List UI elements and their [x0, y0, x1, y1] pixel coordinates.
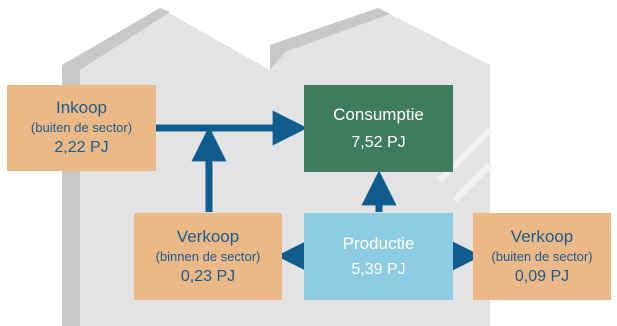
verkoop-buiten-subtitle: (buiten de sector) [491, 248, 593, 264]
consumptie-box: Consumptie 7,52 PJ [304, 85, 453, 172]
inkoop-box: Inkoop (buiten de sector) 2,22 PJ [7, 85, 156, 171]
inkoop-value: 2,22 PJ [54, 139, 109, 156]
verkoop-binnen-title: Verkoop [176, 226, 240, 246]
productie-title: Productie [342, 233, 415, 253]
inkoop-title: Inkoop [55, 98, 108, 117]
consumptie-value: 7,52 PJ [351, 133, 406, 151]
inkoop-subtitle: (buiten de sector) [30, 120, 133, 135]
productie-value: 5,39 PJ [351, 260, 406, 278]
consumptie-title: Consumptie [333, 104, 424, 124]
building-window-line [452, 162, 493, 203]
verkoop-binnen-box: Verkoop (binnen de sector) 0,23 PJ [134, 213, 282, 300]
building-roof-shade [270, 8, 390, 70]
verkoop-binnen-subtitle: (binnen de sector) [155, 248, 261, 264]
building-side [62, 8, 170, 326]
verkoop-buiten-box: Verkoop (buiten de sector) 0,09 PJ [473, 213, 611, 300]
verkoop-buiten-title: Verkoop [510, 226, 574, 246]
verkoop-binnen-value: 0,23 PJ [180, 267, 236, 285]
verkoop-buiten-value: 0,09 PJ [514, 267, 570, 285]
productie-box: Productie 5,39 PJ [304, 213, 453, 300]
